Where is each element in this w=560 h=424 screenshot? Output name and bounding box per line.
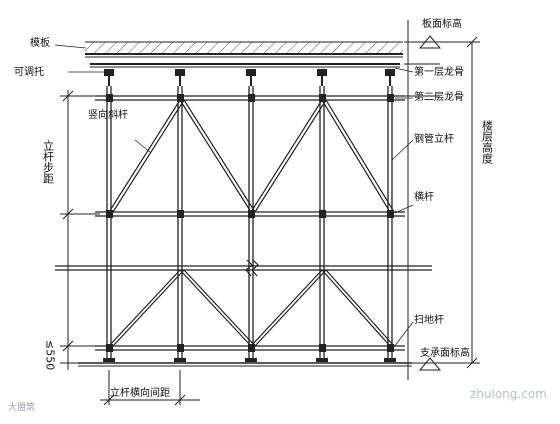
label-slab-elevation: 板面标高: [422, 17, 462, 30]
vertical-posts: [106, 86, 393, 358]
label-second-joist: 第二层龙骨: [414, 90, 464, 103]
right-dimensions: [404, 20, 480, 380]
label-ledger: 横杆: [414, 190, 434, 203]
left-dimensions: [60, 90, 100, 370]
support-4: [317, 69, 327, 86]
label-steel-post: 钢管立杆: [414, 132, 454, 145]
label-post-step: 立杆步距: [42, 139, 55, 184]
label-formwork: 模板: [30, 36, 50, 49]
label-post-spacing: 立杆横向间距: [110, 386, 170, 399]
support-1: [104, 69, 114, 86]
support-3: [246, 69, 256, 86]
base-plates: [103, 358, 396, 362]
adjustable-supports: [104, 69, 395, 86]
support-5: [385, 69, 395, 86]
label-vertical-brace: 竖向斜杆: [88, 108, 128, 121]
label-sweep-bar: 扫地杆: [414, 313, 444, 326]
label-adjustable-support: 可调托: [14, 65, 44, 78]
label-floor-height: 楼层高度: [481, 119, 494, 165]
joint-clamps: [106, 94, 394, 352]
break-marks: [245, 259, 259, 277]
leader-lines: [54, 44, 414, 348]
watermark-left: 大盟筑: [8, 401, 35, 413]
slab-formwork: [85, 41, 403, 58]
ground-line: [78, 362, 412, 367]
bottom-dimension: [100, 370, 200, 406]
support-2: [175, 69, 185, 86]
label-bottom-dim: ≤550: [44, 340, 57, 370]
watermark-right: zhulong.com: [470, 387, 547, 401]
label-first-joist: 第一层龙骨: [414, 65, 464, 78]
label-base-elevation: 支承面标高: [420, 346, 470, 359]
joists: [90, 63, 400, 68]
vertical-diagonal-braces-upper: [108, 99, 395, 213]
vertical-diagonal-braces-lower: [108, 269, 395, 347]
